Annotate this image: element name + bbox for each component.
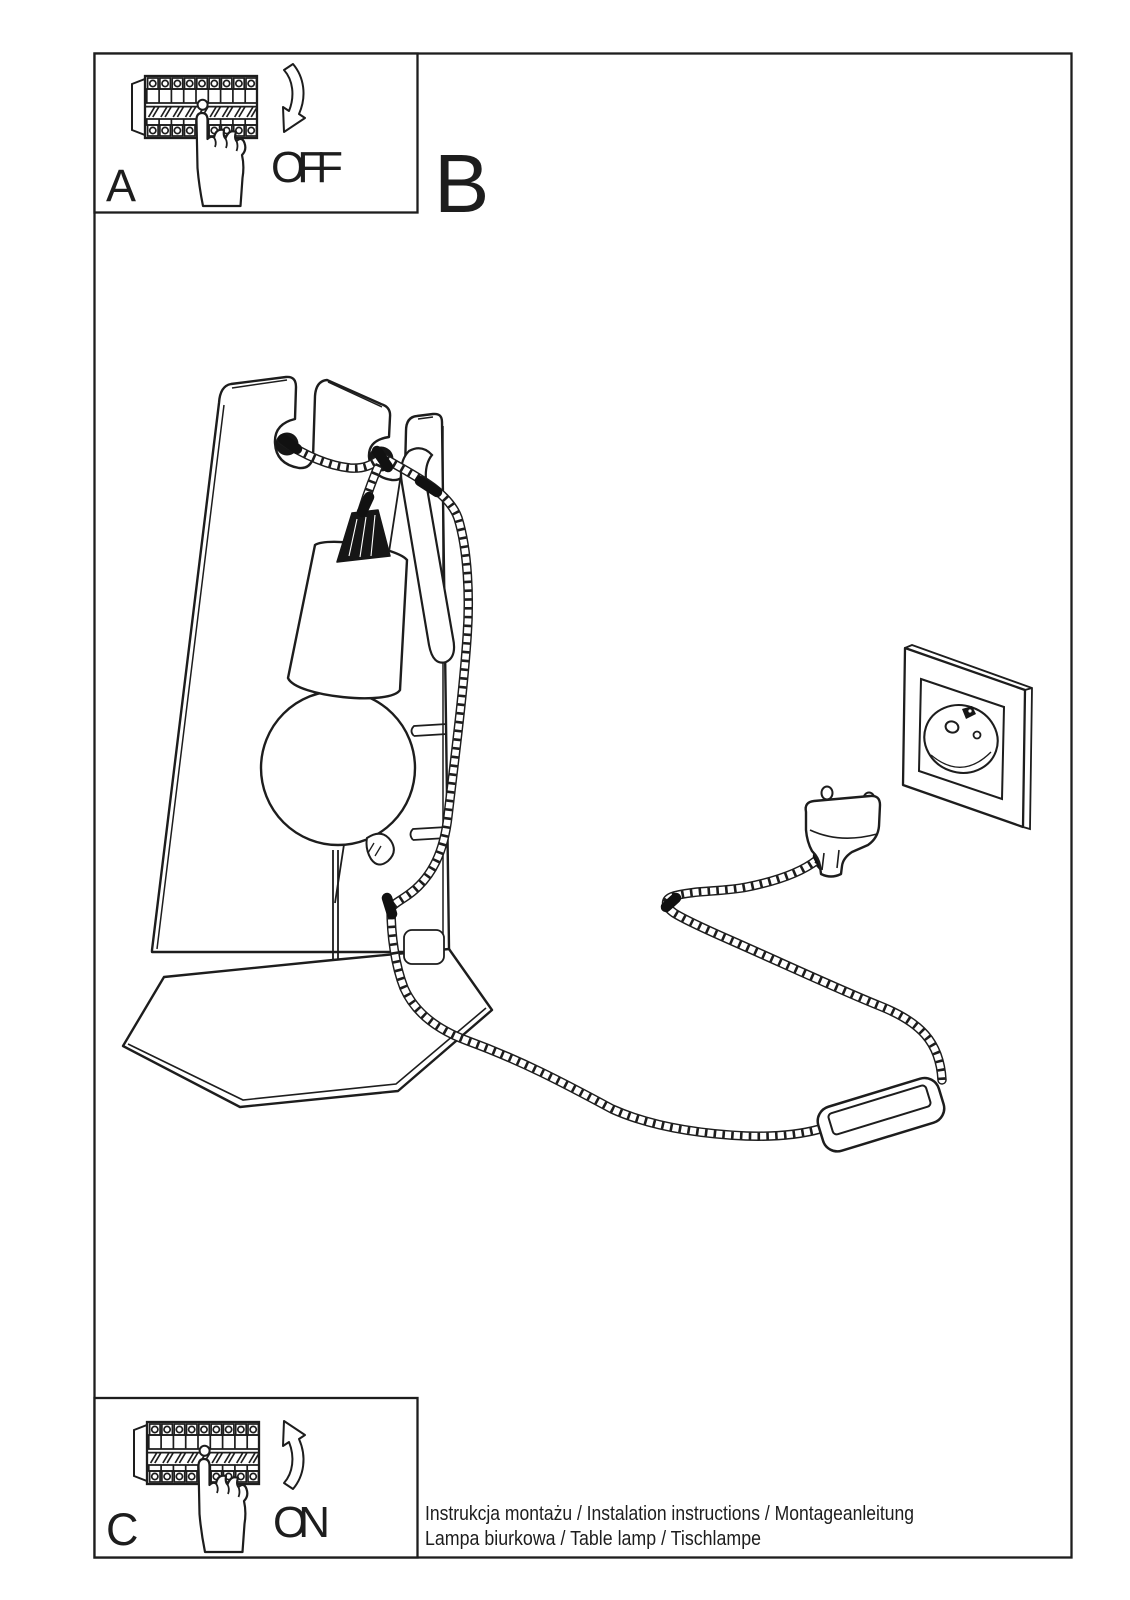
socket-hole-right	[972, 730, 982, 740]
footer-line-2: Lampa biurkowa / Table lamp / Tischlampe	[425, 1527, 761, 1550]
plug-pin-left	[820, 785, 834, 801]
light-bulb	[259, 689, 417, 847]
step-a-action-label: OFF	[271, 143, 343, 192]
inline-switch	[816, 1076, 946, 1153]
curved-arrow-down-icon	[282, 63, 306, 133]
socket-hole-left	[944, 720, 960, 734]
cord-exit-tab	[403, 929, 445, 965]
footer: Instrukcja montażu / Instalation instruc…	[425, 1502, 914, 1550]
step-a-label: A	[106, 160, 136, 211]
step-c-box: C ON	[93, 1396, 419, 1559]
euro-plug	[804, 785, 882, 878]
section-b-frame	[93, 52, 1073, 1559]
textured-power-cord	[277, 433, 474, 913]
step-c-action-label: ON	[273, 1498, 330, 1547]
curved-arrow-up-icon	[282, 1420, 306, 1490]
step-a-box: A OFF	[93, 52, 419, 214]
desk-lamp-figure	[121, 375, 1033, 1153]
footer-line-1: Instrukcja montażu / Instalation instruc…	[425, 1502, 914, 1525]
step-b-label: B	[434, 137, 489, 230]
step-c-label: C	[106, 1504, 139, 1555]
socket-earth-pin	[962, 706, 976, 719]
wall-socket	[901, 644, 1033, 831]
cord-guide-strap	[399, 447, 456, 664]
